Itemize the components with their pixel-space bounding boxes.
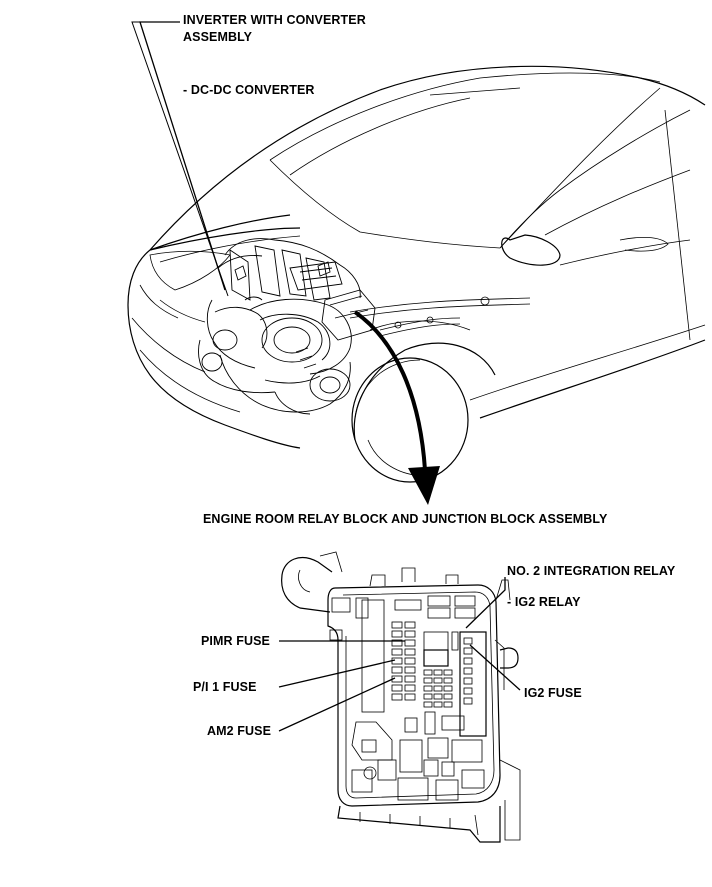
inverter-leader-lines — [131, 21, 229, 297]
inverter-label-line1: INVERTER WITH CONVERTER — [183, 13, 366, 27]
am2-fuse-label: AM2 FUSE — [207, 724, 272, 738]
inverter-label-line2: ASSEMBLY — [183, 30, 253, 44]
mini-fuse-array — [391, 621, 416, 701]
dc-dc-converter-label: - DC-DC CONVERTER — [183, 83, 315, 97]
relay-block-drawing — [281, 551, 521, 843]
small-fuse-grid — [423, 669, 453, 708]
engine-assembly-drawing — [198, 238, 376, 415]
pi1-fuse-label: P/I 1 FUSE — [193, 680, 257, 694]
location-arrow — [353, 310, 440, 505]
engine-room-relay-block-label: ENGINE ROOM RELAY BLOCK AND JUNCTION BLO… — [203, 512, 608, 526]
relay-leader-lines — [278, 577, 521, 732]
ig2-relay-shape — [459, 631, 487, 737]
integration-relay-label: NO. 2 INTEGRATION RELAY — [507, 564, 676, 578]
ig2-fuse-label: IG2 FUSE — [524, 686, 582, 700]
ig2-relay-label: - IG2 RELAY — [507, 595, 581, 609]
pimr-fuse-label: PIMR FUSE — [201, 634, 270, 648]
